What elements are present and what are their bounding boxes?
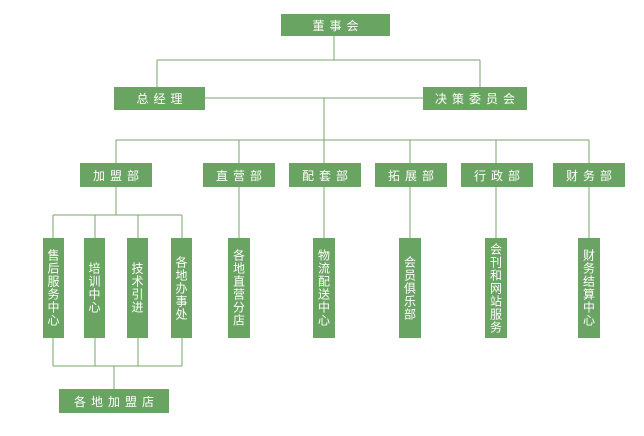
direct-dept-label: 直营部: [215, 168, 267, 183]
technology-introduction-node: 技术引进: [127, 238, 148, 338]
franchise-dept-label: 加盟部: [92, 168, 144, 183]
general-manager-node: 总经理: [114, 87, 205, 110]
direct-stores-label: 各地直营分店: [231, 249, 246, 327]
franchise-dept-node: 加盟部: [80, 163, 152, 187]
after-sales-center-node: 售后服务中心: [43, 238, 64, 338]
finance-dept-label: 财务部: [565, 168, 617, 183]
member-club-node: 会员俱乐部: [399, 238, 421, 338]
finance-dept-node: 财务部: [553, 163, 625, 187]
franchise-stores-label: 各地加盟店: [73, 394, 159, 409]
admin-dept-label: 行政部: [473, 168, 525, 183]
after-sales-center-label: 售后服务中心: [46, 249, 60, 327]
member-club-label: 会员俱乐部: [402, 255, 417, 321]
finance-settlement-node: 财务结算中心: [578, 238, 600, 338]
finance-settlement-label: 财务结算中心: [581, 249, 596, 327]
franchise-stores-node: 各地加盟店: [59, 389, 169, 413]
board-label: 董事会: [312, 18, 364, 33]
board-node: 董事会: [281, 14, 390, 36]
training-center-label: 培训中心: [87, 262, 101, 314]
direct-stores-node: 各地直营分店: [228, 238, 250, 338]
supply-dept-node: 配套部: [289, 163, 361, 187]
direct-dept-node: 直营部: [203, 163, 275, 187]
general-manager-label: 总经理: [136, 92, 188, 106]
technology-introduction-label: 技术引进: [130, 262, 144, 314]
logistics-center-node: 物流配送中心: [313, 238, 335, 338]
expansion-dept-node: 拓展部: [375, 163, 447, 187]
magazine-website-label: 会刊和网站服务: [488, 242, 503, 334]
magazine-website-node: 会刊和网站服务: [485, 238, 507, 338]
decision-committee-node: 决策委员会: [423, 87, 527, 110]
decision-committee-label: 决策委员会: [434, 92, 520, 106]
expansion-dept-label: 拓展部: [387, 168, 439, 183]
local-office-label: 各地办事处: [174, 255, 188, 321]
supply-dept-label: 配套部: [301, 168, 353, 183]
admin-dept-node: 行政部: [461, 163, 533, 187]
local-office-node: 各地办事处: [171, 238, 192, 338]
training-center-node: 培训中心: [84, 238, 105, 338]
logistics-center-label: 物流配送中心: [316, 249, 331, 327]
